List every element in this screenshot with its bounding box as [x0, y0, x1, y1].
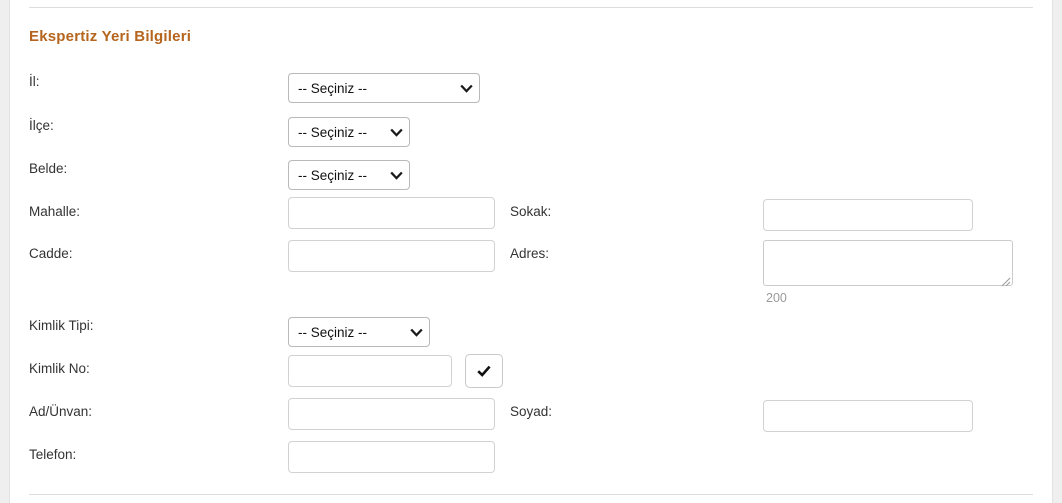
kimlik-no-verify-button[interactable] [465, 354, 503, 388]
page-left-border [9, 0, 10, 503]
label-ilce: İlçe: [29, 118, 54, 133]
select-kimlik-tipi[interactable]: -- Seçiniz -- [288, 317, 430, 347]
chevron-down-icon [390, 169, 403, 182]
top-divider [29, 7, 1033, 8]
label-kimlik-tipi: Kimlik Tipi: [29, 318, 94, 333]
select-ilce[interactable]: -- Seçiniz -- [288, 117, 410, 147]
input-soyad[interactable] [763, 400, 973, 432]
input-cadde[interactable] [288, 240, 495, 272]
select-belde-value: -- Seçiniz -- [298, 167, 368, 183]
label-adres: Adres: [510, 246, 550, 261]
label-il: İl: [29, 74, 40, 89]
chevron-down-icon [390, 126, 403, 139]
input-mahalle[interactable] [288, 197, 495, 229]
input-ad-unvan[interactable] [288, 398, 495, 430]
page-left-margin [0, 0, 9, 503]
label-belde: Belde: [29, 161, 68, 176]
adres-char-counter: 200 [766, 291, 787, 305]
check-icon [476, 363, 492, 379]
label-soyad: Soyad: [510, 404, 553, 419]
select-ilce-value: -- Seçiniz -- [298, 124, 368, 140]
page-right-margin [1053, 0, 1062, 503]
bottom-divider [29, 494, 1033, 495]
page-title: Ekspertiz Yeri Bilgileri [29, 28, 192, 45]
adres-textarea-wrapper [763, 240, 1013, 287]
label-ad-unvan: Ad/Ünvan: [29, 404, 93, 419]
label-sokak: Sokak: [510, 204, 552, 219]
input-kimlik-no[interactable] [288, 355, 452, 387]
input-telefon[interactable] [288, 441, 495, 473]
label-cadde: Cadde: [29, 246, 73, 261]
chevron-down-icon [460, 82, 473, 95]
page-right-border [1052, 0, 1053, 503]
label-mahalle: Mahalle: [29, 204, 81, 219]
select-belde[interactable]: -- Seçiniz -- [288, 160, 410, 190]
input-adres[interactable] [763, 240, 1013, 286]
select-il-value: -- Seçiniz -- [298, 80, 368, 96]
chevron-down-icon [410, 326, 423, 339]
input-sokak[interactable] [763, 199, 973, 231]
select-il[interactable]: -- Seçiniz -- [288, 73, 480, 103]
label-kimlik-no: Kimlik No: [29, 361, 90, 376]
label-telefon: Telefon: [29, 447, 77, 462]
select-kimlik-tipi-value: -- Seçiniz -- [298, 324, 368, 340]
